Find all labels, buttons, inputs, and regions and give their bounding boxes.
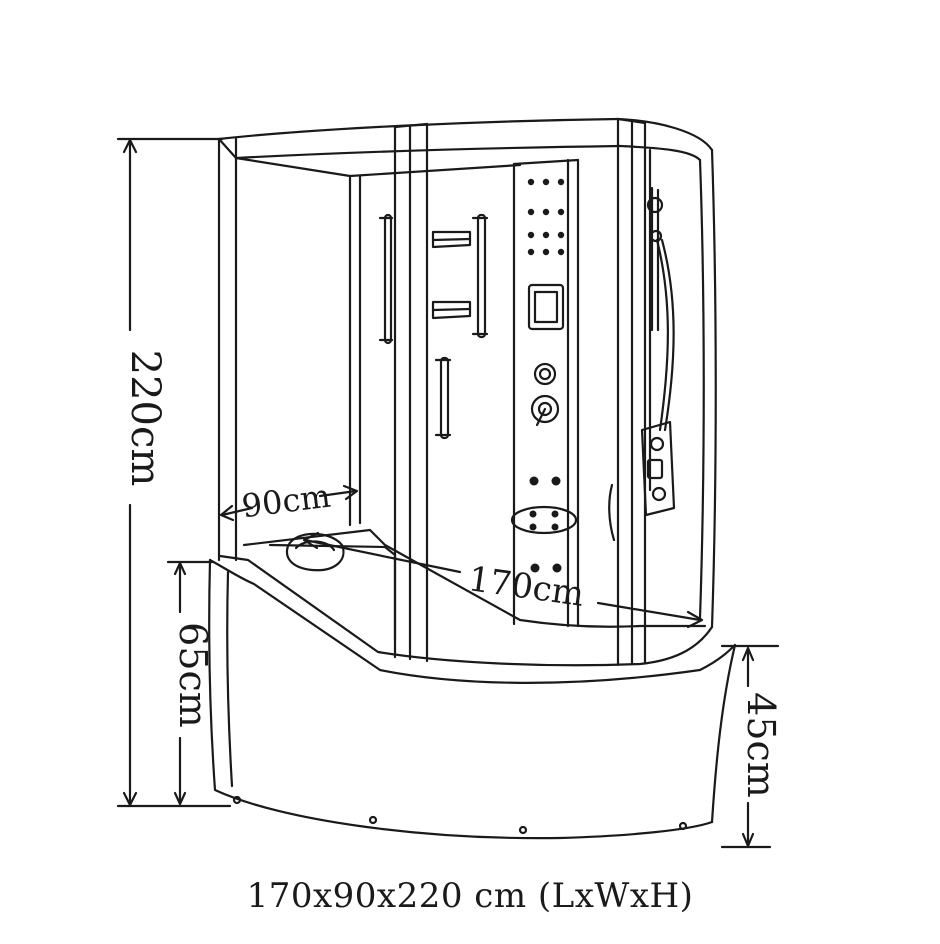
dimensions-caption: 170x90x220 cm (LxWxH) <box>246 876 694 916</box>
towel-racks <box>431 230 472 320</box>
control-column <box>510 158 580 628</box>
tub-height-dimension-line <box>166 560 214 806</box>
tub-height-label: 65cm <box>171 622 215 728</box>
height-label: 220cm <box>122 350 168 487</box>
shower-equipment <box>608 186 676 542</box>
height-dimension-line <box>116 137 232 808</box>
inner-dimension-arrows <box>219 484 704 629</box>
door-handles <box>378 213 489 440</box>
column-jets <box>527 178 565 573</box>
tub-rim <box>208 528 737 684</box>
base-height-label: 45cm <box>739 692 783 798</box>
base-height-dimension-line <box>720 644 780 849</box>
tub-apron <box>208 558 737 840</box>
width-label: 90cm <box>240 477 333 526</box>
cabin-frame <box>217 117 717 629</box>
